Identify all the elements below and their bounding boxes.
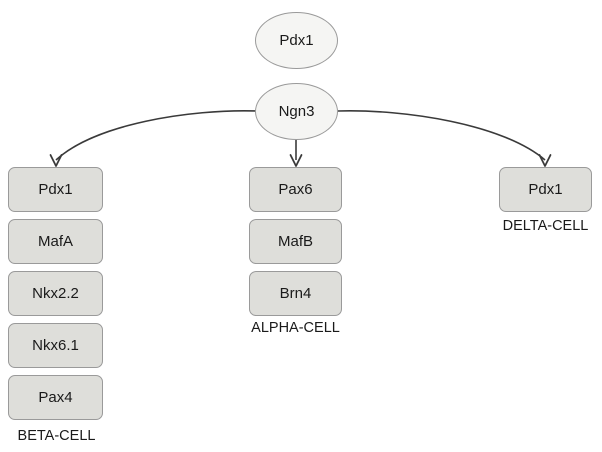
gene-box-alpha-mafb[interactable]: MafB: [249, 219, 342, 264]
cell-type-label-delta: DELTA-CELL: [502, 218, 589, 234]
arrowhead-ngn3-to-alpha: [289, 154, 303, 167]
gene-box-beta-pax4[interactable]: Pax4: [8, 375, 103, 420]
gene-box-alpha-pax6[interactable]: Pax6: [249, 167, 342, 212]
gene-box-delta-pdx1[interactable]: Pdx1: [499, 167, 592, 212]
gene-box-beta-nkx6-1[interactable]: Nkx6.1: [8, 323, 103, 368]
cell-type-label-alpha: ALPHA-CELL: [251, 320, 340, 336]
edge-ngn3-to-delta: [337, 110, 546, 161]
gene-box-alpha-brn4[interactable]: Brn4: [249, 271, 342, 316]
regulator-node-ngn3[interactable]: Ngn3: [255, 83, 338, 140]
arrowhead-ngn3-to-beta: [49, 154, 63, 167]
gene-box-beta-pdx1[interactable]: Pdx1: [8, 167, 103, 212]
edge-ngn3-to-beta: [55, 110, 257, 161]
gene-box-beta-nkx2-2[interactable]: Nkx2.2: [8, 271, 103, 316]
arrowhead-ngn3-to-delta: [538, 154, 552, 167]
gene-box-beta-mafa[interactable]: MafA: [8, 219, 103, 264]
regulator-node-pdx1[interactable]: Pdx1: [255, 12, 338, 69]
cell-type-label-beta: BETA-CELL: [17, 428, 96, 444]
